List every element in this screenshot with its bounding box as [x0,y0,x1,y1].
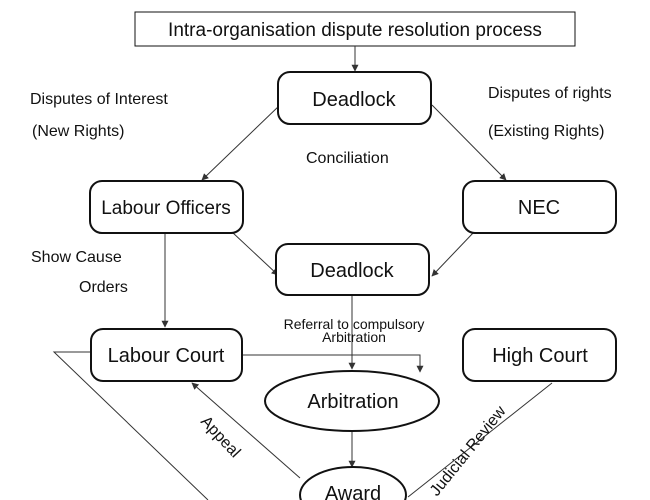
label-judicial-review: Judicial Review [427,403,510,500]
outer-line-left [52,351,209,500]
label-disputes-of-interest: Disputes of Interest [30,91,168,108]
node-nec: NEC [462,180,617,234]
arrow-deadlock-to-nec [431,104,507,181]
node-label: Deadlock [312,89,396,111]
node-deadlock-top: Deadlock [277,71,432,125]
arrow-labour-officers-to-deadlock [231,231,279,276]
node-arbitration: Arbitration [264,370,440,432]
arrow-labour-court-to-arbitration [242,354,424,373]
arrow-appeal [191,382,301,479]
node-label: Labour Officers [101,198,231,219]
label-new-rights: (New Rights) [32,123,124,140]
node-label: Award [325,483,381,500]
diagram-title: Intra-organisation dispute resolution pr… [168,20,542,41]
label-show-cause: Show Cause [31,249,122,266]
node-labour-officers: Labour Officers [89,180,244,234]
label-referral-line1: Referral to compulsory [284,316,425,332]
arrow-deadlock-to-labour-officers [201,104,281,181]
node-label: Deadlock [310,260,394,282]
line-judicial-review [407,382,553,498]
arrow-nec-to-deadlock [431,231,475,277]
label-conciliation: Conciliation [306,150,389,167]
node-high-court: High Court [462,328,617,382]
node-label: NEC [518,197,560,219]
node-labour-court: Labour Court [90,328,243,382]
node-award: Award [299,466,407,500]
label-existing-rights: (Existing Rights) [488,123,604,140]
node-label: Arbitration [307,391,398,413]
connectors [52,46,553,500]
label-appeal: Appeal [197,413,243,461]
node-label: Labour Court [108,345,225,367]
label-orders: Orders [79,279,128,296]
node-label: High Court [492,345,588,367]
title-box: Intra-organisation dispute resolution pr… [134,11,576,47]
label-referral-line2: Arbitration [322,329,386,345]
node-deadlock-mid: Deadlock [275,243,430,296]
label-disputes-of-rights: Disputes of rights [488,85,612,102]
